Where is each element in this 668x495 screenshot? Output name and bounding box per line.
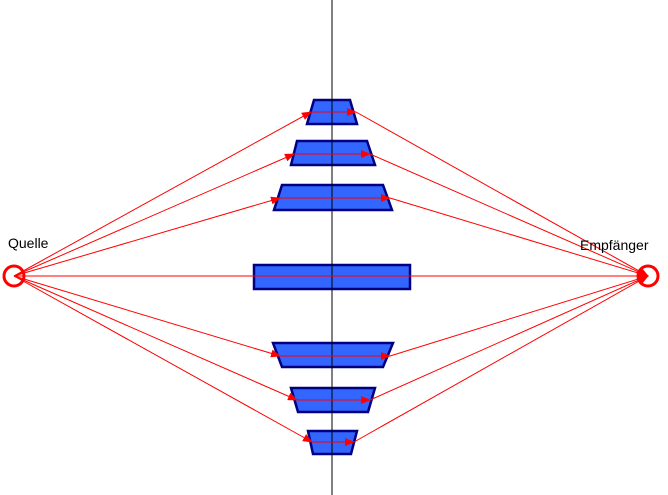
ray-3-out (389, 197, 649, 278)
ray-1-in (13, 111, 312, 277)
ray-2-out (369, 153, 649, 277)
ray-6-out (369, 275, 649, 401)
ray-1-out (355, 111, 649, 277)
element-5 (271, 341, 395, 369)
ray-5-out (389, 274, 649, 357)
element-2 (289, 139, 377, 167)
ray-5-in (13, 275, 281, 358)
ray-2-in (13, 153, 295, 277)
ray-3-in (13, 196, 281, 277)
ray-6-in (13, 275, 298, 401)
ray-7-out (353, 275, 649, 443)
receiver-label: Empfänger (580, 237, 649, 253)
receiver-point (636, 264, 660, 288)
source-point (2, 264, 26, 288)
source-label: Quelle (8, 235, 49, 251)
rays (13, 108, 649, 446)
ray-7-in (13, 275, 313, 443)
